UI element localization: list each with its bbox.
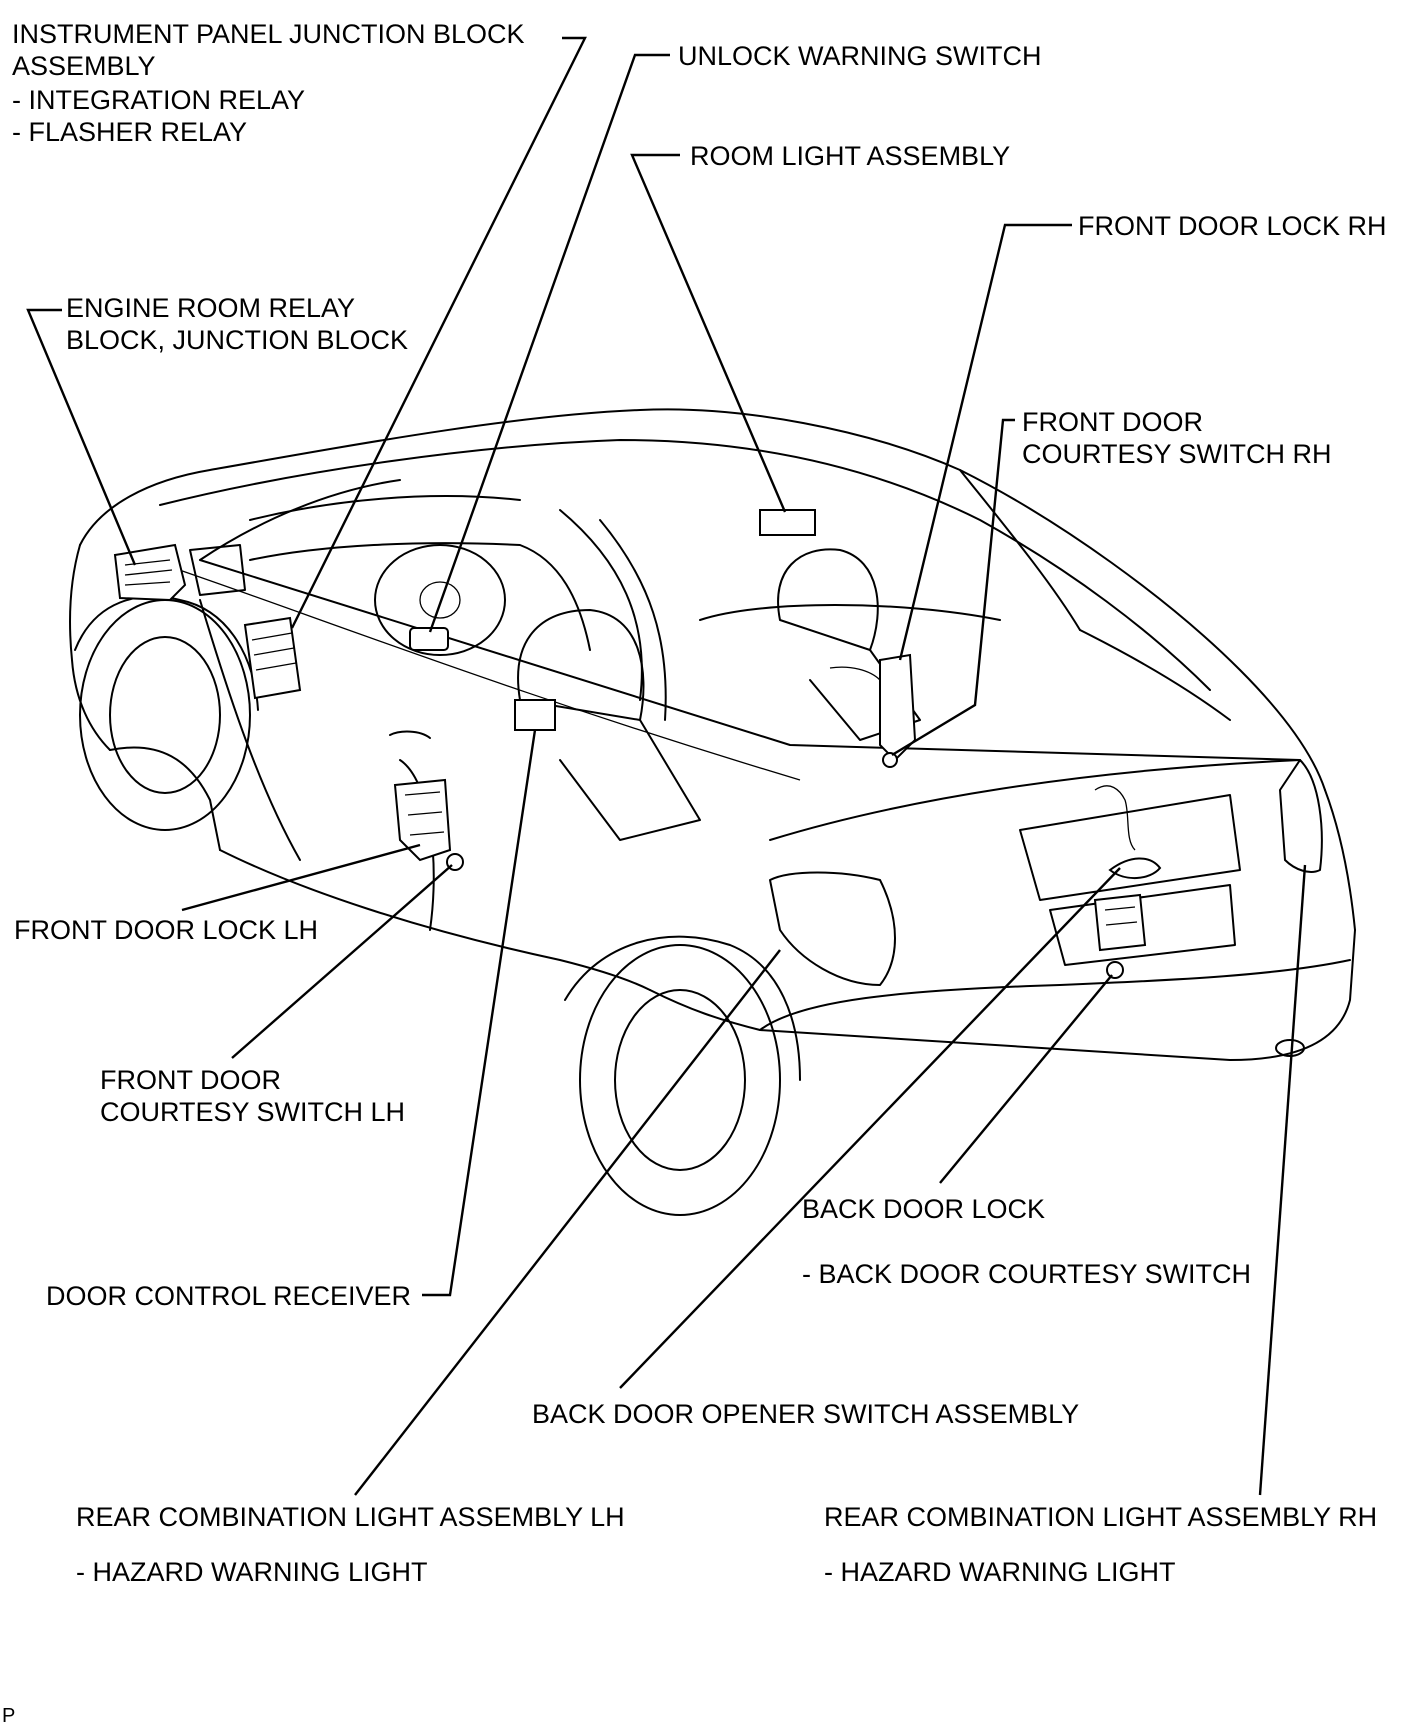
leader-room-light [630,153,787,513]
leader-back-door-lock [939,974,1113,1184]
car-body-outline [69,408,1356,1216]
label-door-control-receiver: DOOR CONTROL RECEIVER [46,1281,412,1311]
room-light-assembly [759,509,816,536]
label-integration-relay: - INTEGRATION RELAY [12,85,306,115]
label-engine-room-relay-1: ENGINE ROOM RELAY [66,293,356,323]
label-rear-light-rh-hazard: - HAZARD WARNING LIGHT [824,1557,1176,1587]
label-courtesy-switch-rh-1: FRONT DOOR [1022,407,1203,437]
front-door-courtesy-switch-rh [882,752,898,768]
leader-unlock-warning [428,53,670,633]
label-rear-light-rh: REAR COMBINATION LIGHT ASSEMBLY RH [824,1502,1378,1532]
label-courtesy-switch-rh-2: COURTESY SWITCH RH [1022,439,1332,469]
label-unlock-warning-switch: UNLOCK WARNING SWITCH [678,41,1042,71]
corner-mark: P [2,1705,16,1727]
label-ip-junction-block-1: INSTRUMENT PANEL JUNCTION BLOCK [12,19,525,49]
leader-rear-light-lh [354,949,781,1496]
door-control-receiver [514,699,556,731]
label-flasher-relay: - FLASHER RELAY [12,117,248,147]
components [113,509,1162,979]
label-front-door-lock-rh: FRONT DOOR LOCK RH [1078,211,1387,241]
leader-front-lock-rh [898,223,1072,661]
label-courtesy-switch-lh-2: COURTESY SWITCH LH [100,1097,406,1127]
label-engine-room-relay-2: BLOCK, JUNCTION BLOCK [66,325,409,355]
label-front-door-lock-lh: FRONT DOOR LOCK LH [14,915,319,945]
label-room-light-assembly: ROOM LIGHT ASSEMBLY [690,141,1011,171]
leader-lines [26,36,1307,1496]
leader-rear-light-rh [1258,864,1307,1496]
front-door-lock-lh [393,778,452,862]
label-ip-junction-block-2: ASSEMBLY [12,51,156,81]
instrument-panel-junction-block [243,616,302,700]
rear-light-lh-shape [769,871,896,986]
leader-back-door-opener [619,867,1121,1389]
leader-ip-jb [290,36,587,629]
leader-courtesy-rh [891,418,1015,757]
back-door-opener-switch [1108,857,1162,879]
label-courtesy-switch-lh-1: FRONT DOOR [100,1065,281,1095]
label-rear-light-lh: REAR COMBINATION LIGHT ASSEMBLY LH [76,1502,625,1532]
back-door-lock [1093,893,1147,952]
leader-courtesy-lh [231,864,453,1059]
label-back-door-opener-switch: BACK DOOR OPENER SWITCH ASSEMBLY [532,1399,1080,1429]
leader-front-lock-lh [181,843,421,912]
label-back-door-lock: BACK DOOR LOCK [802,1194,1046,1224]
label-back-door-courtesy-switch: - BACK DOOR COURTESY SWITCH [802,1259,1252,1289]
rear-light-rh-shape [1279,759,1323,873]
unlock-warning-switch [409,627,449,651]
leader-engine-room [26,308,137,566]
front-door-lock-rh [879,653,917,762]
back-door-courtesy-switch [1106,961,1124,979]
leader-door-control [422,729,537,1297]
label-rear-light-lh-hazard: - HAZARD WARNING LIGHT [76,1557,428,1587]
